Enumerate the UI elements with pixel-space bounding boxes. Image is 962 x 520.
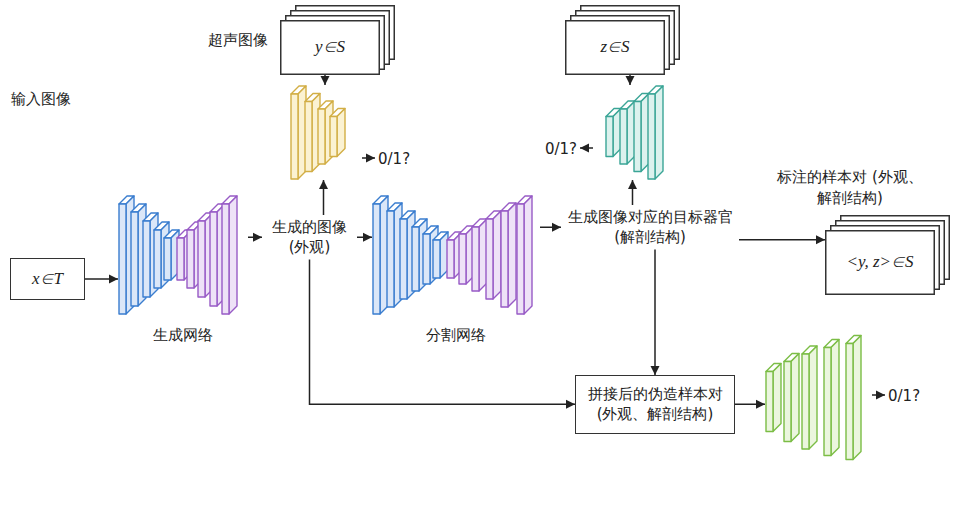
arrow-head — [253, 233, 262, 242]
output-label: 0/1? — [888, 386, 920, 408]
node-text: 拼接后的伪造样本对 (外观、解剖结构) — [586, 384, 724, 425]
input-box: 输入图像x∈T — [10, 258, 85, 300]
connector-group — [248, 233, 262, 242]
layer-slab — [373, 196, 388, 314]
network-label: 生成网络 — [118, 325, 248, 347]
generator-network: 生成网络 — [118, 195, 248, 315]
connector-group — [540, 223, 561, 232]
connector-group — [321, 75, 330, 85]
connector-group — [626, 75, 635, 85]
image-sheet — [566, 21, 665, 75]
layer-slab — [846, 336, 861, 460]
set-symbol: <y, z>∈S — [846, 251, 913, 274]
arrow-head — [628, 180, 637, 189]
connector-arrow — [654, 250, 656, 376]
sample-pair-stack: 标注的样本对 (外观、解剖结构)<y, z>∈S — [825, 230, 935, 295]
network-drawing — [595, 85, 670, 180]
layer-slab — [784, 354, 799, 442]
discriminator-network: 0/1? — [290, 85, 360, 180]
network-drawing — [118, 195, 248, 315]
connector-group — [310, 260, 576, 409]
layer-slab — [330, 109, 345, 157]
layer-slab — [291, 86, 306, 179]
connector-group — [319, 180, 328, 215]
arrow-head — [580, 144, 589, 153]
connector-group — [735, 400, 765, 409]
set-symbol: y∈S — [315, 36, 345, 59]
connector-group — [357, 233, 372, 242]
arrow-head — [363, 233, 372, 242]
arrow-head — [552, 223, 561, 232]
connector-group — [85, 275, 118, 284]
connector-arrow — [310, 260, 576, 405]
layer-slab — [648, 86, 663, 179]
process-box: 拼接后的伪造样本对 (外观、解剖结构) — [575, 375, 735, 434]
image-stack: 超声图像y∈S — [280, 20, 380, 75]
connector-group — [651, 250, 660, 376]
connector-group — [628, 180, 637, 205]
segmentation-network: 分割网络 — [372, 195, 540, 315]
connector-group — [739, 235, 825, 244]
layer-slab — [634, 94, 649, 172]
output-label: 0/1? — [545, 139, 577, 161]
arrow-head — [626, 76, 635, 85]
node-text: 生成图像对应的目标器官 (解剖结构) — [565, 207, 735, 248]
arrow-head — [816, 235, 825, 244]
discriminator-network: 0/1? — [595, 85, 670, 180]
set-symbol: z∈S — [600, 36, 629, 59]
output-label: 0/1? — [378, 149, 410, 171]
arrow-head — [321, 76, 330, 85]
arrow-head — [876, 391, 885, 400]
layer-slab — [486, 211, 501, 299]
layer-slab — [222, 196, 237, 314]
layer-slab — [766, 364, 781, 432]
generated-image-label: 生成的图像 (外观) — [262, 215, 357, 260]
network-drawing — [290, 85, 360, 180]
node-text: 生成的图像 (外观) — [266, 217, 353, 258]
image-sheet — [826, 231, 935, 295]
layer-slab — [606, 109, 621, 157]
layer-slab — [802, 346, 817, 449]
layer-slab — [620, 101, 635, 164]
network-label: 分割网络 — [372, 325, 540, 347]
arrow-head — [566, 400, 575, 409]
stack-caption: 标注的样本对 (外观、解剖结构) — [750, 167, 950, 211]
network-drawing — [765, 335, 870, 460]
layer-slab — [472, 219, 487, 291]
network-drawing — [372, 195, 540, 315]
arrow-head — [756, 400, 765, 409]
arrow-head — [651, 366, 660, 375]
layer-slab — [824, 340, 839, 456]
layer-slab — [501, 203, 516, 307]
input-caption: 输入图像 — [11, 89, 71, 111]
image-sheet — [281, 21, 380, 75]
arrow-head — [319, 180, 328, 189]
stack-caption: 超声图像 — [208, 30, 268, 52]
layer-slab — [517, 196, 532, 314]
arrow-head — [366, 154, 375, 163]
layer-slab — [433, 232, 448, 278]
image-stack: z∈S — [565, 20, 665, 75]
connector-arrow — [739, 239, 825, 241]
arrow-head — [109, 275, 118, 284]
set-symbol: x∈T — [32, 268, 63, 291]
target-organ-label: 生成图像对应的目标器官 (解剖结构) — [561, 205, 739, 250]
discriminator-network: 0/1? — [765, 335, 870, 460]
